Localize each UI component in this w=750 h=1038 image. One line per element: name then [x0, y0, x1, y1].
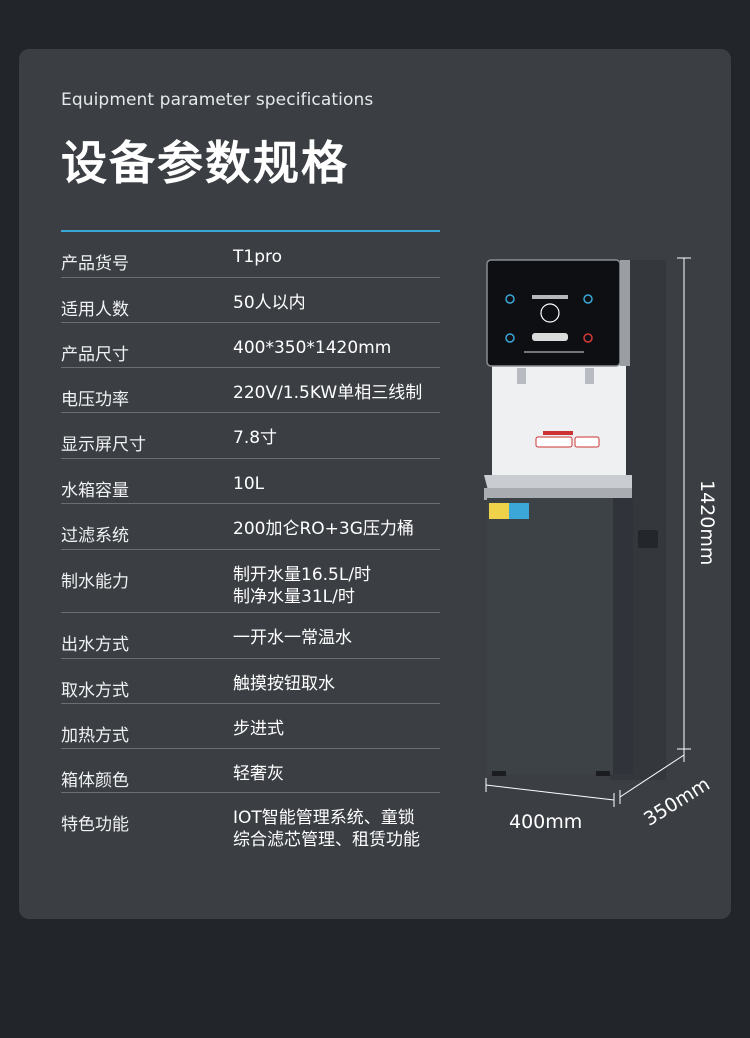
- spec-value-line: 制开水量16.5L/时: [233, 565, 372, 585]
- spec-value-line: 步进式: [233, 719, 284, 739]
- touch-button-icon: [505, 294, 515, 304]
- spec-label: 适用人数: [61, 300, 129, 320]
- spec-value-line: 轻奢灰: [233, 764, 284, 784]
- spec-value: 制开水量16.5L/时制净水量31L/时: [233, 564, 371, 608]
- spec-label: 过滤系统: [61, 526, 129, 546]
- spec-row: 过滤系统 200加仑RO+3G压力桶: [61, 504, 440, 550]
- spec-value: 400*350*1420mm: [233, 337, 391, 359]
- spec-value-line: IOT智能管理系统、童锁: [233, 808, 415, 828]
- spec-label: 出水方式: [61, 635, 129, 655]
- spec-label: 水箱容量: [61, 481, 129, 501]
- spec-value: 50人以内: [233, 292, 306, 314]
- spec-row: 电压功率 220V/1.5KW单相三线制: [61, 368, 440, 413]
- spec-label: 取水方式: [61, 681, 129, 701]
- height-dimension-label: 1420mm: [696, 480, 718, 566]
- spec-value: 一开水一常温水: [233, 627, 352, 649]
- spec-row: 制水能力 制开水量16.5L/时制净水量31L/时: [61, 550, 440, 613]
- spec-value-line: 综合滤芯管理、租赁功能: [233, 830, 420, 850]
- spec-row: 显示屏尺寸 7.8寸: [61, 413, 440, 459]
- spec-row: 取水方式 触摸按钮取水: [61, 659, 440, 704]
- spec-value-line: 制净水量31L/时: [233, 587, 355, 607]
- spec-label: 制水能力: [61, 572, 129, 592]
- spec-row: 适用人数 50人以内: [61, 278, 440, 323]
- accent-divider: [61, 230, 440, 232]
- spec-row: 出水方式 一开水一常温水: [61, 613, 440, 659]
- spec-label: 箱体颜色: [61, 771, 129, 791]
- spec-value: 步进式: [233, 718, 284, 740]
- spec-label: 显示屏尺寸: [61, 435, 146, 455]
- display-dial-icon: [540, 303, 560, 323]
- spec-value-line: 10L: [233, 474, 265, 494]
- spec-value: 7.8寸: [233, 427, 277, 449]
- spec-label: 特色功能: [61, 815, 129, 835]
- spec-row: 产品货号 T1pro: [61, 232, 440, 278]
- spec-label: 产品货号: [61, 254, 129, 274]
- page-title: 设备参数规格: [61, 136, 349, 190]
- spec-value: T1pro: [233, 246, 282, 268]
- spec-table: 产品货号 T1pro 适用人数 50人以内产品尺寸 400*350*1420mm 电压功率…: [61, 232, 440, 857]
- subtitle-en: Equipment parameter specifications: [61, 90, 374, 110]
- width-dimension-label: 400mm: [509, 811, 583, 833]
- spec-value-line: 7.8寸: [233, 428, 278, 448]
- touch-button-icon: [505, 333, 515, 343]
- spec-label: 产品尺寸: [61, 345, 129, 365]
- spec-row: 箱体颜色 轻奢灰: [61, 749, 440, 793]
- spec-label: 加热方式: [61, 726, 129, 746]
- spec-row: 特色功能 IOT智能管理系统、童锁综合滤芯管理、租赁功能: [61, 793, 440, 857]
- spec-label: 电压功率: [61, 390, 129, 410]
- spec-value-line: 220V/1.5KW单相三线制: [233, 383, 423, 403]
- spec-value-line: 一开水一常温水: [233, 628, 352, 648]
- spec-value-line: T1pro: [233, 247, 283, 267]
- hot-water-button-icon: [583, 333, 593, 343]
- spec-value-line: 400*350*1420mm: [233, 338, 392, 358]
- spec-row: 加热方式 步进式: [61, 704, 440, 749]
- spec-row: 产品尺寸 400*350*1420mm: [61, 323, 440, 368]
- touch-button-icon: [583, 294, 593, 304]
- spec-value: 轻奢灰: [233, 763, 284, 785]
- spec-value: IOT智能管理系统、童锁综合滤芯管理、租赁功能: [233, 807, 420, 851]
- spec-value-line: 触摸按钮取水: [233, 674, 335, 694]
- spec-value: 触摸按钮取水: [233, 673, 335, 695]
- spec-value: 200加仑RO+3G压力桶: [233, 518, 414, 540]
- spec-value-line: 200加仑RO+3G压力桶: [233, 519, 414, 539]
- spec-row: 水箱容量 10L: [61, 459, 440, 504]
- spec-value-line: 50人以内: [233, 293, 306, 313]
- spec-value: 220V/1.5KW单相三线制: [233, 382, 422, 404]
- water-dispenser-illustration: [484, 259, 666, 780]
- spec-value: 10L: [233, 473, 264, 495]
